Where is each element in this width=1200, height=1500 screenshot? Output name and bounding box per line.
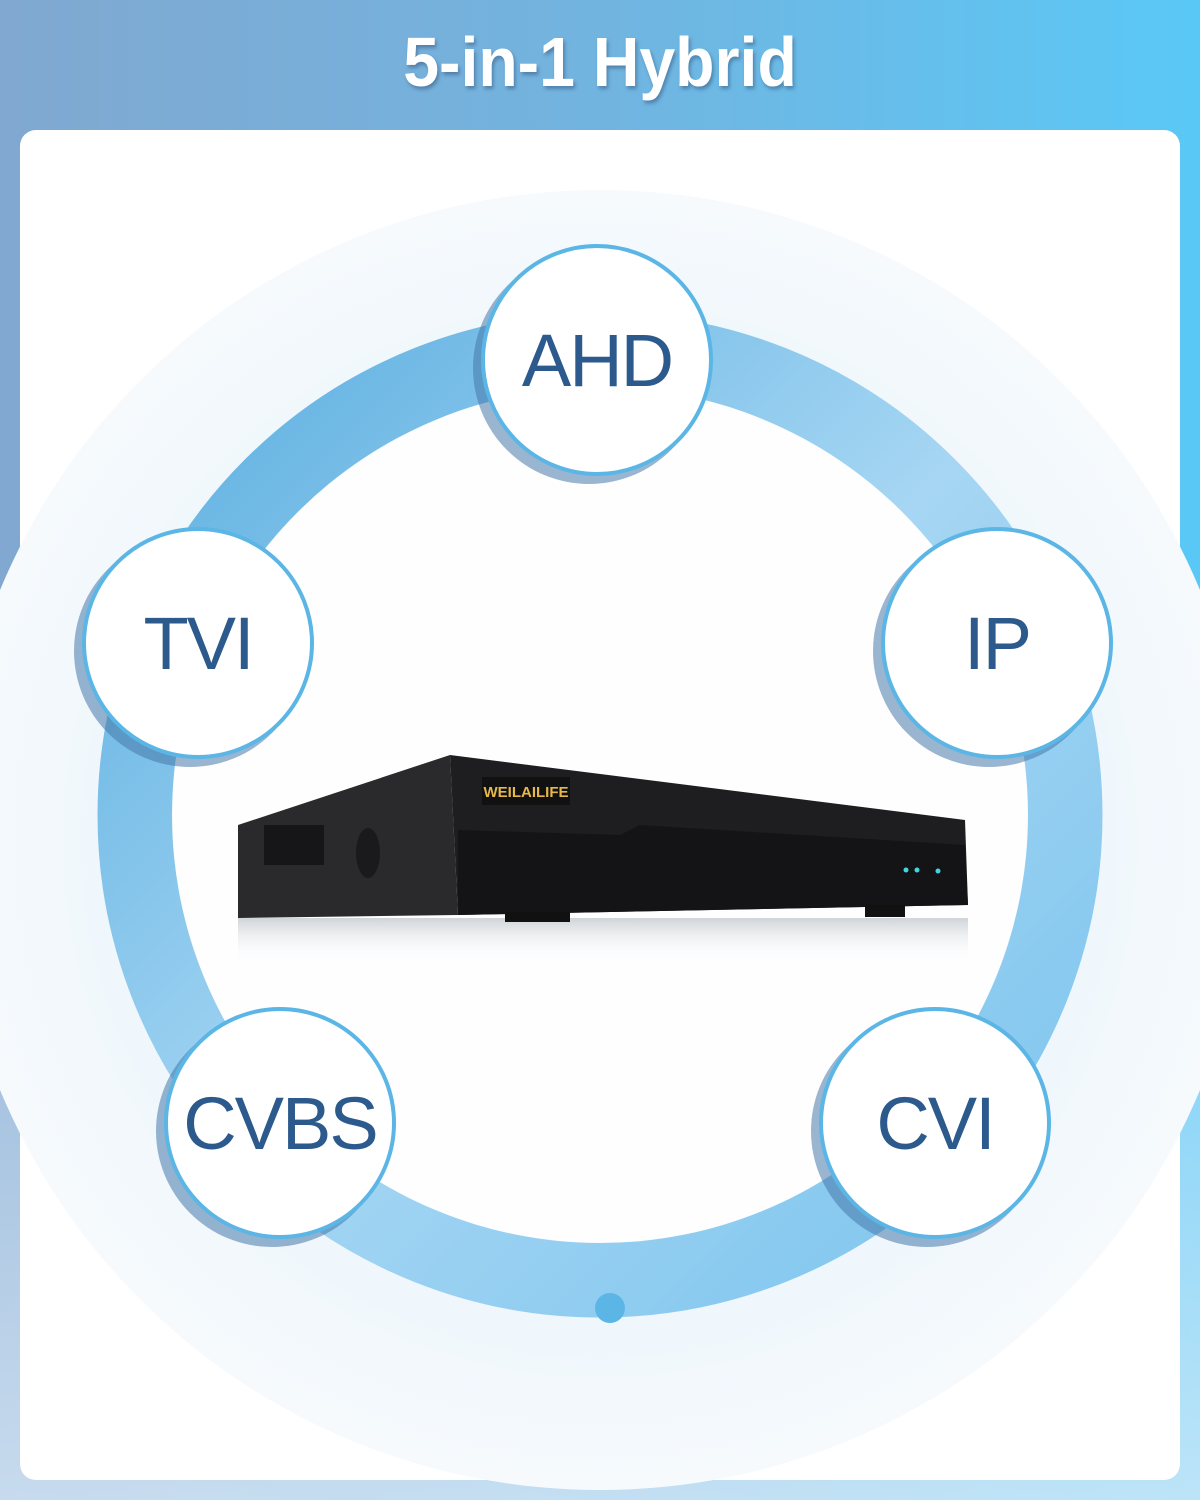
- dvr-device: WEILAILIFE: [238, 755, 968, 963]
- format-ahd: AHD: [481, 244, 713, 476]
- page-title: 5-in-1 Hybrid: [403, 23, 797, 101]
- format-ip: IP: [881, 527, 1113, 759]
- format-cvbs: CVBS: [164, 1007, 396, 1239]
- format-cvi: CVI: [819, 1007, 1051, 1239]
- format-tvi: TVI: [82, 527, 314, 759]
- brand-label: WEILAILIFE: [484, 784, 569, 801]
- ring-dot: [595, 1293, 625, 1323]
